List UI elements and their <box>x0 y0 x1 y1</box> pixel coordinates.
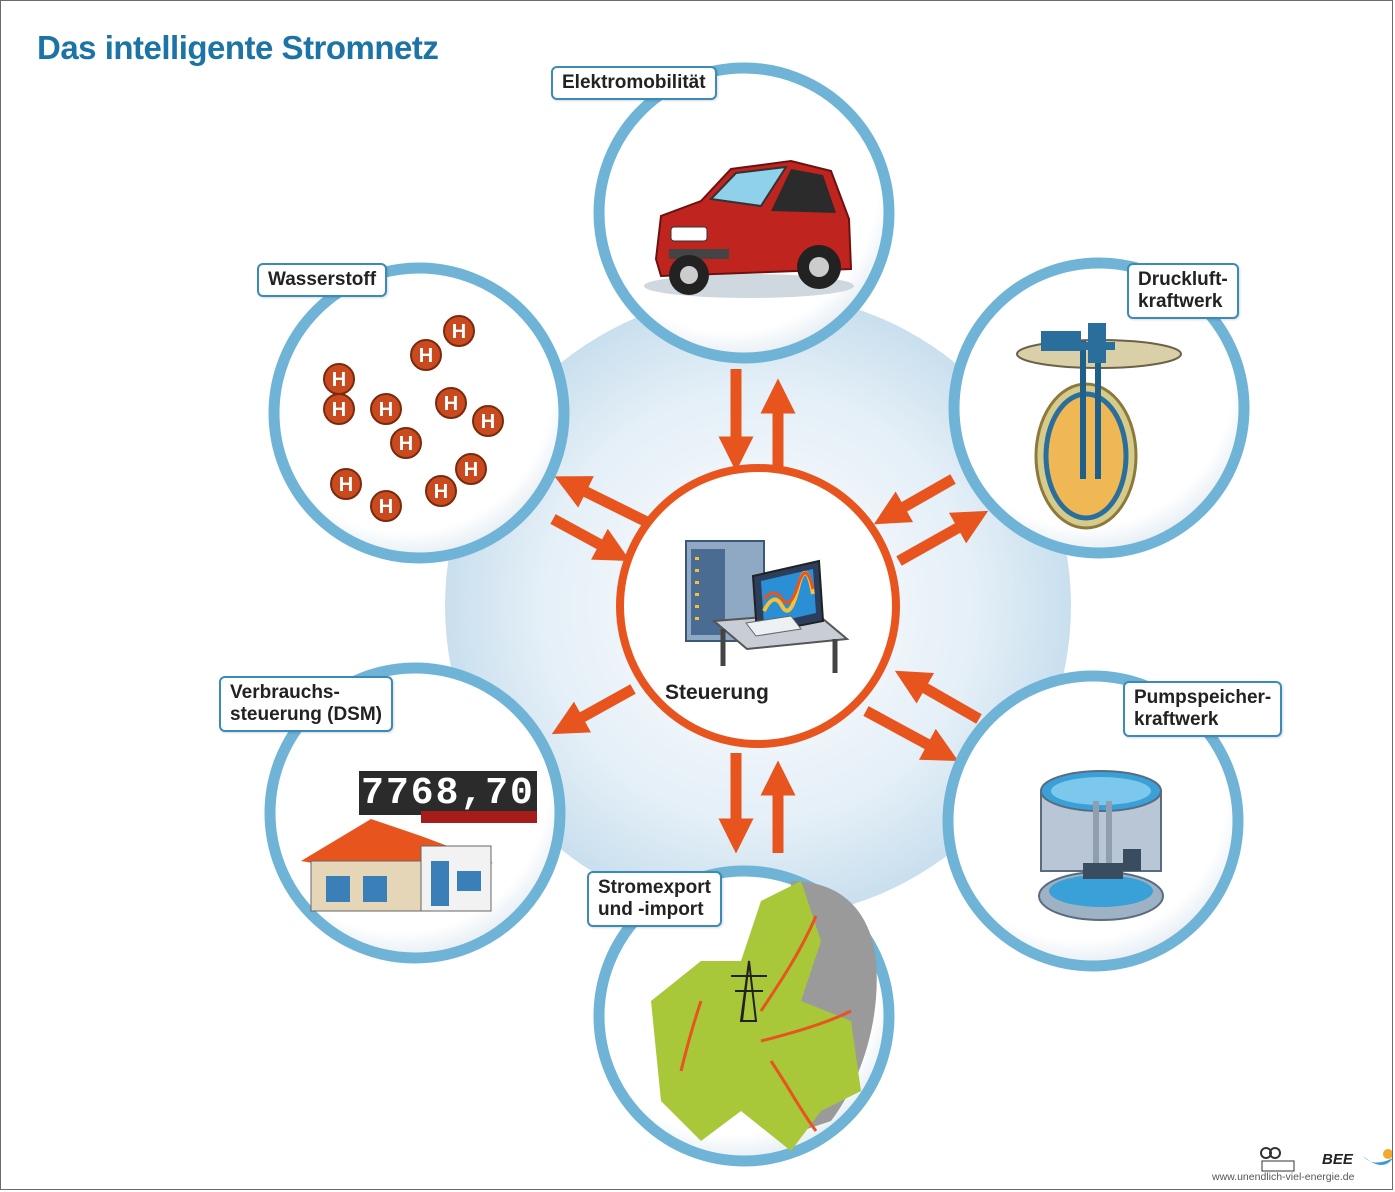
arrow-druck-out <box>896 510 989 566</box>
hydrogen-atom-label: H <box>379 496 393 518</box>
arrow-pump-out <box>863 706 959 762</box>
meter-reading: 7768,70 <box>361 771 535 815</box>
hydrogen-atom-label: H <box>332 369 346 391</box>
electric-car-icon <box>644 159 854 298</box>
footer-url[interactable]: www.unendlich-viel-energie.de <box>1212 1171 1355 1183</box>
agentur-logo-icon <box>1260 1147 1295 1172</box>
arrow-h2-in <box>550 514 631 562</box>
label-text: Wasserstoff <box>268 269 377 290</box>
label-verbrauch: Verbrauchs- steuerung (DSM) <box>219 676 393 732</box>
europe-grid-map-icon <box>651 881 877 1151</box>
partner-logos <box>1260 1147 1392 1172</box>
hydrogen-atom-label: H <box>339 474 353 496</box>
hydrogen-atom-label: H <box>399 433 413 455</box>
hydrogen-atom-label: H <box>379 399 393 421</box>
arrow-druck-in <box>873 474 956 525</box>
hydrogen-atom-label: H <box>481 411 495 433</box>
hydrogen-atom-label: H <box>444 393 458 415</box>
label-line1: Druckluft- <box>1138 269 1228 290</box>
label-text: Elektromobilität <box>562 72 706 93</box>
label-line1: Pumpspeicher- <box>1134 687 1272 708</box>
hydrogen-atom-label: H <box>332 399 346 421</box>
circle-wasserstoff <box>268 262 570 564</box>
pumped-storage-icon <box>1038 770 1164 921</box>
center-label: Steuerung <box>665 681 769 704</box>
bee-logo-text: BEE <box>1322 1151 1353 1168</box>
label-stromexport: Stromexport und -import <box>587 871 722 927</box>
label-line1: Verbrauchs- <box>230 682 340 703</box>
arrow-h2-out <box>554 476 652 528</box>
label-line2: steuerung (DSM) <box>230 704 382 725</box>
compressed-air-storage-icon <box>1016 323 1182 530</box>
hydrogen-atom-label: H <box>434 481 448 503</box>
label-line1: Stromexport <box>598 877 711 898</box>
hydrogen-atom-label: H <box>419 345 433 367</box>
label-druckluft: Druckluft- kraftwerk <box>1127 263 1239 319</box>
house-meter-icon <box>301 771 537 912</box>
label-line2: kraftwerk <box>1134 709 1219 730</box>
computer-workstation-icon <box>685 540 850 673</box>
arrow-dsm-out <box>551 684 636 735</box>
hydrogen-atom-label: H <box>452 321 466 343</box>
label-line2: und -import <box>598 899 704 920</box>
hydrogen-atom-label: H <box>464 459 478 481</box>
label-wasserstoff: Wasserstoff <box>257 263 388 297</box>
diagram-title: Das intelligente Stromnetz <box>37 29 439 66</box>
flow-arrows <box>550 369 989 854</box>
bee-logo-icon <box>1363 1149 1392 1165</box>
arrow-pump-in <box>894 670 982 724</box>
label-pumpspeicher: Pumpspeicher- kraftwerk <box>1123 681 1283 737</box>
label-elektromobilitaet: Elektromobilität <box>551 66 717 100</box>
label-line2: kraftwerk <box>1138 291 1223 312</box>
